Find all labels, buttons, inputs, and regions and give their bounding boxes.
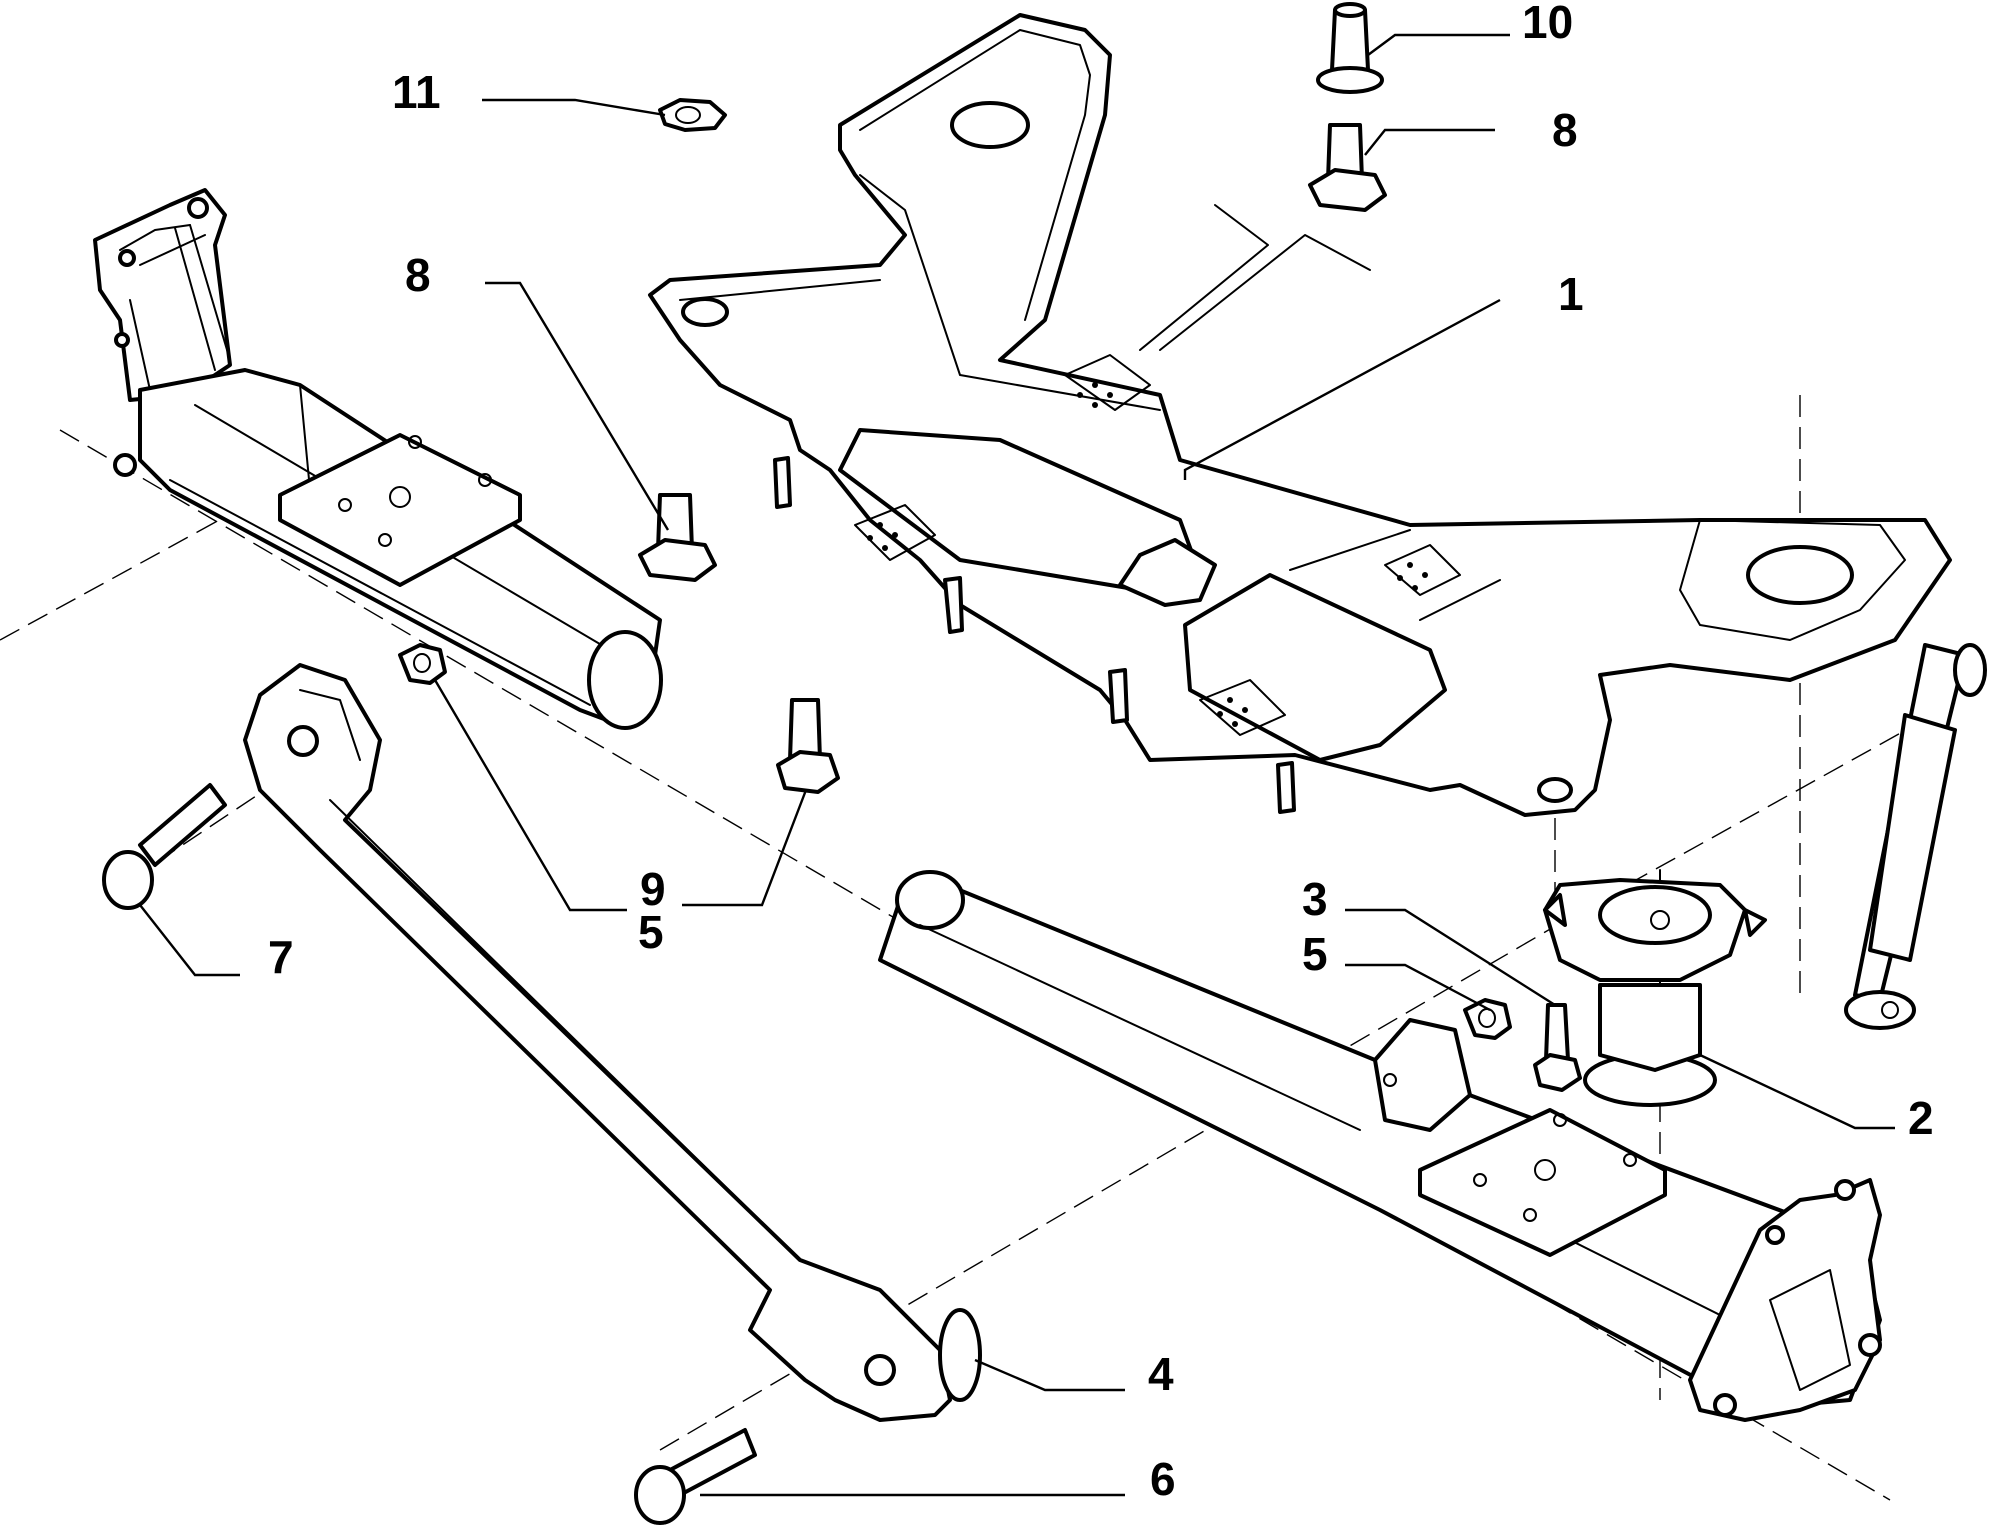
callout-3: 3 [1302,873,1328,925]
bolt-8-upper [1308,123,1387,212]
callout-10: 10 [1522,0,1573,48]
left-side-member [93,188,663,730]
nut-11 [658,98,727,132]
right-side-member [878,870,1882,1422]
bolt-7 [102,783,227,910]
bolt-3 [1533,1003,1582,1092]
shock-absorber [1844,643,1987,1030]
callout-labels: 10 11 8 8 1 5 9 7 3 5 2 4 6 [268,0,1934,1505]
callout-5-left: 5 [638,906,664,958]
nut-5-right [1463,998,1512,1040]
callout-2: 2 [1908,1092,1934,1144]
callout-5-right: 5 [1302,928,1328,980]
trailing-arm [243,663,982,1422]
bolt-9 [776,698,840,794]
callout-8-left: 8 [405,249,431,301]
callout-4: 4 [1148,1348,1174,1400]
callout-9: 9 [640,863,666,915]
callout-7: 7 [268,931,294,983]
crossmember [648,13,1952,817]
callout-6: 6 [1150,1453,1176,1505]
callout-8-upper: 8 [1552,104,1578,156]
bolt-10 [1316,2,1384,94]
callout-1: 1 [1558,268,1584,320]
nut-5-left [398,643,447,685]
bolt-6 [634,1428,757,1525]
bolt-8-left [638,493,717,582]
leader-lines [139,33,1895,1497]
callout-11: 11 [392,66,441,118]
bump-stop [1543,878,1767,1107]
